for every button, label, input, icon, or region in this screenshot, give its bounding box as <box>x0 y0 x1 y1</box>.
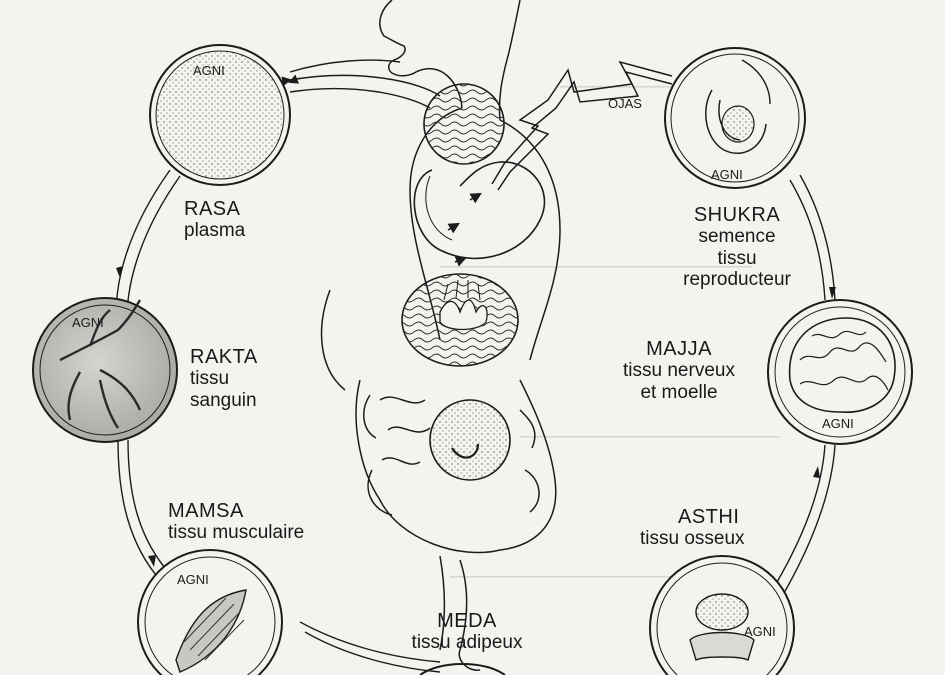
bleed-through-text: ———————————— <box>440 250 752 279</box>
agni-label-rasa: AGNI <box>193 63 225 78</box>
organ-intestines <box>320 289 557 671</box>
tissue-name-rakta: RAKTA <box>190 346 258 368</box>
circle-meda <box>419 662 506 675</box>
tissue-desc-shukra-1: semence <box>698 226 776 248</box>
label-mamsa: MAMSA tissu musculaire <box>168 500 304 544</box>
tissue-name-asthi: ASTHI <box>678 506 740 528</box>
agni-label-majja: AGNI <box>822 416 854 431</box>
organ-navel <box>429 399 511 481</box>
tissue-name-mamsa: MAMSA <box>168 500 244 522</box>
label-meda: MEDA tissu adipeux <box>392 610 542 654</box>
agni-label-asthi: AGNI <box>744 624 776 639</box>
agni-label-shukra: AGNI <box>711 167 743 182</box>
tissue-desc-shukra-3: reproducteur <box>683 268 791 290</box>
tissue-name-majja: MAJJA <box>646 338 712 360</box>
label-majja: MAJJA tissu nerveux et moelle <box>600 338 758 403</box>
tissue-desc-rakta-1: tissu <box>190 368 230 390</box>
label-rakta: RAKTA tissu sanguin <box>190 346 258 411</box>
bleed-through-text: —————————— <box>520 420 780 449</box>
organ-heart <box>423 83 505 165</box>
tissue-desc-rasa: plasma <box>184 220 246 242</box>
circle-mamsa: AGNI <box>137 549 283 675</box>
tissue-desc-meda: tissu adipeux <box>411 632 523 654</box>
circle-rasa: AGNI <box>149 44 291 186</box>
circle-rakta: AGNI <box>32 297 178 443</box>
tissue-desc-majja-1: tissu nerveux <box>623 360 735 382</box>
agni-label-rakta: AGNI <box>72 315 104 330</box>
circle-shukra: AGNI <box>664 47 806 189</box>
cycle-arrows <box>116 266 836 567</box>
agni-label-mamsa: AGNI <box>177 572 209 587</box>
organ-stomach <box>413 161 546 267</box>
circle-asthi: AGNI <box>649 555 795 675</box>
tissue-desc-asthi: tissu osseux <box>640 528 745 550</box>
label-shukra: SHUKRA semence tissu reproducteur <box>672 204 802 290</box>
tissue-desc-rakta-2: sanguin <box>190 389 257 411</box>
ojas-label: OJAS <box>608 96 642 111</box>
label-rasa: RASA plasma <box>184 198 245 242</box>
tissue-desc-mamsa: tissu musculaire <box>168 522 305 544</box>
tissue-desc-majja-2: et moelle <box>640 381 718 403</box>
tissue-name-rasa: RASA <box>184 198 241 220</box>
circle-majja: AGNI <box>767 299 913 445</box>
organ-liver <box>401 273 519 367</box>
tissue-name-meda: MEDA <box>437 610 497 632</box>
ojas-bolt <box>491 60 673 191</box>
circulation-arrows <box>281 74 441 109</box>
label-asthi: ASTHI tissu osseux <box>640 506 745 550</box>
tissue-name-shukra: SHUKRA <box>693 204 781 226</box>
tissue-desc-shukra-2: tissu <box>717 247 757 269</box>
